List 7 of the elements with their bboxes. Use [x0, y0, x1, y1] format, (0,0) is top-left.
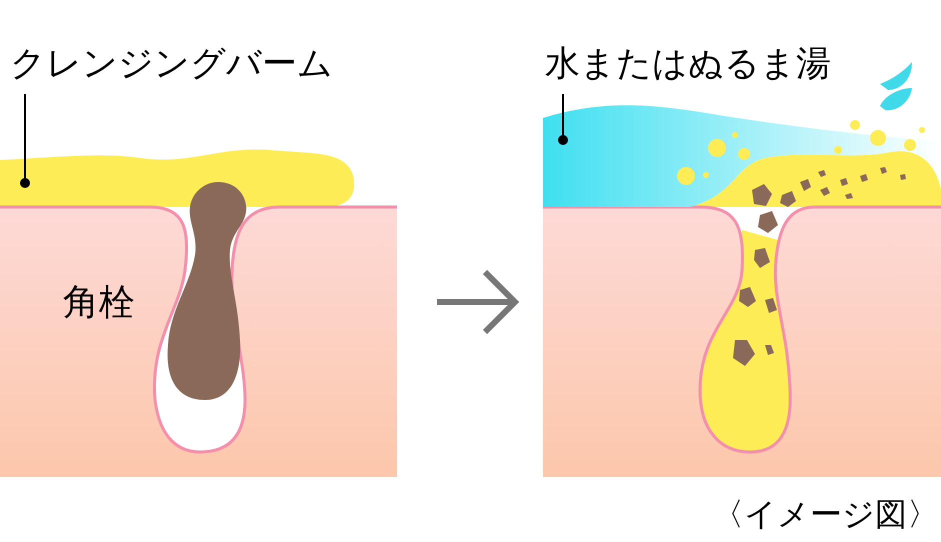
leader-line: [20, 94, 30, 188]
leader-line: [558, 94, 568, 145]
callout-label: クレンジングバーム: [10, 44, 333, 83]
balm-layer: [0, 149, 354, 207]
callout-label: 水またはぬるま湯: [545, 44, 831, 83]
caption: 〈イメージ図〉: [712, 495, 939, 534]
plug-label: 角栓: [63, 280, 135, 324]
